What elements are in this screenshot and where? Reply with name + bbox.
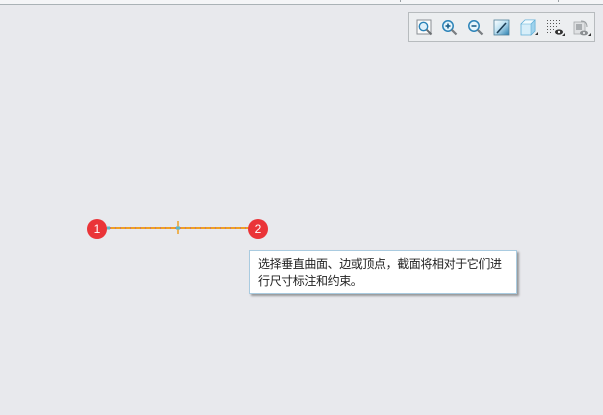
references-tooltip: 选择垂直曲面、边或顶点，截面将相对于它们进行尺寸标注和约束。 [249, 250, 517, 294]
point-label-1[interactable]: 1 [87, 219, 107, 239]
zoom-fit-icon [416, 19, 433, 36]
divider-tick [558, 0, 559, 2]
zoom-in-icon [442, 20, 458, 36]
sketch-filters-eye-icon [547, 20, 565, 36]
endpoint-marker [107, 226, 110, 230]
zoom-out-button[interactable] [466, 18, 486, 38]
display-style-cube-icon [520, 19, 538, 36]
sketch-view-icon [493, 19, 510, 36]
display-filters-eye-icon [573, 20, 591, 36]
refit-button[interactable] [415, 18, 435, 38]
display-style-button[interactable] [518, 18, 538, 38]
zoom-out-icon [468, 20, 484, 36]
point-label-2[interactable]: 2 [248, 219, 268, 239]
divider-tick [400, 0, 401, 2]
sketch-filters-button[interactable] [545, 18, 565, 38]
sketch-view-button[interactable] [492, 18, 512, 38]
zoom-in-button[interactable] [440, 18, 460, 38]
top-border-strip [0, 0, 603, 5]
graphics-toolbar [408, 12, 595, 42]
display-filters-button[interactable] [571, 18, 591, 38]
midpoint-marker [176, 221, 180, 234]
